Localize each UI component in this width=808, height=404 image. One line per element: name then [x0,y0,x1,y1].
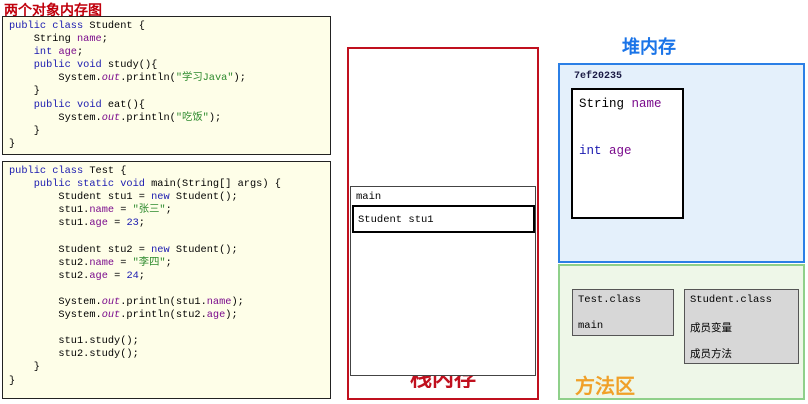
code-line: } [9,374,16,387]
frame-variable-stu1: Student stu1 [352,205,535,233]
code-line [9,283,330,296]
code-line: stu2.age = 24; [9,269,145,282]
class-member: 成员变量 [690,322,732,334]
code-line: } [9,124,40,137]
code-line: public class Test { [9,165,127,177]
method-area-label: 方法区 [575,374,635,398]
object-field-name: String name [579,97,662,111]
field-name: age [609,144,632,158]
code-line: public void study(){ [9,59,158,72]
class-member: 成员方法 [690,348,732,360]
stack-memory-region [347,47,539,400]
code-line: stu2.study(); [9,348,139,361]
field-type: int [579,144,610,158]
student-object: String name int age [571,88,684,219]
object-address: 7ef20235 [574,71,623,82]
field-name: name [631,97,662,111]
code-line: } [9,137,16,150]
student-class-box: Student.class 成员变量 成员方法 [684,289,799,364]
code-line: Student stu1 = new Student(); [9,191,238,204]
code-line: stu1.name = "张三"; [9,204,172,217]
code-line: public void eat(){ [9,98,145,111]
code-line: System.out.println("学习Java"); [9,72,246,85]
code-line: stu2.name = "李四"; [9,256,172,269]
class-name: Test.class [578,294,642,306]
heap-memory-title: 堆内存 [622,37,676,58]
diagram-title: 两个对象内存图 [4,3,102,19]
test-class-code: public class Test { public static void m… [2,161,331,399]
code-line: stu1.age = 23; [9,217,145,230]
code-line: } [9,361,40,374]
code-line [9,322,330,335]
code-line: System.out.println(stu1.name); [9,295,244,308]
student-class-code: public class Student { String name; int … [2,16,331,155]
class-name: Student.class [690,294,772,306]
test-class-box: Test.class main [572,289,674,336]
code-line: public class Student { [9,20,145,32]
code-line: } [9,85,40,98]
code-line: System.out.println(stu2.age); [9,309,238,322]
code-line: public static void main(String[] args) { [9,178,281,191]
code-line: int age; [9,46,84,59]
code-line: System.out.println("吃饭"); [9,111,222,124]
object-field-age: int age [579,144,632,158]
code-line [9,230,330,243]
field-type: String [579,97,632,111]
class-member: main [578,320,604,332]
code-line: String name; [9,33,108,46]
frame-name: main [356,191,382,203]
code-line: Student stu2 = new Student(); [9,243,238,256]
main-stack-frame: main Student stu1 [350,186,536,376]
code-line: stu1.study(); [9,335,139,348]
